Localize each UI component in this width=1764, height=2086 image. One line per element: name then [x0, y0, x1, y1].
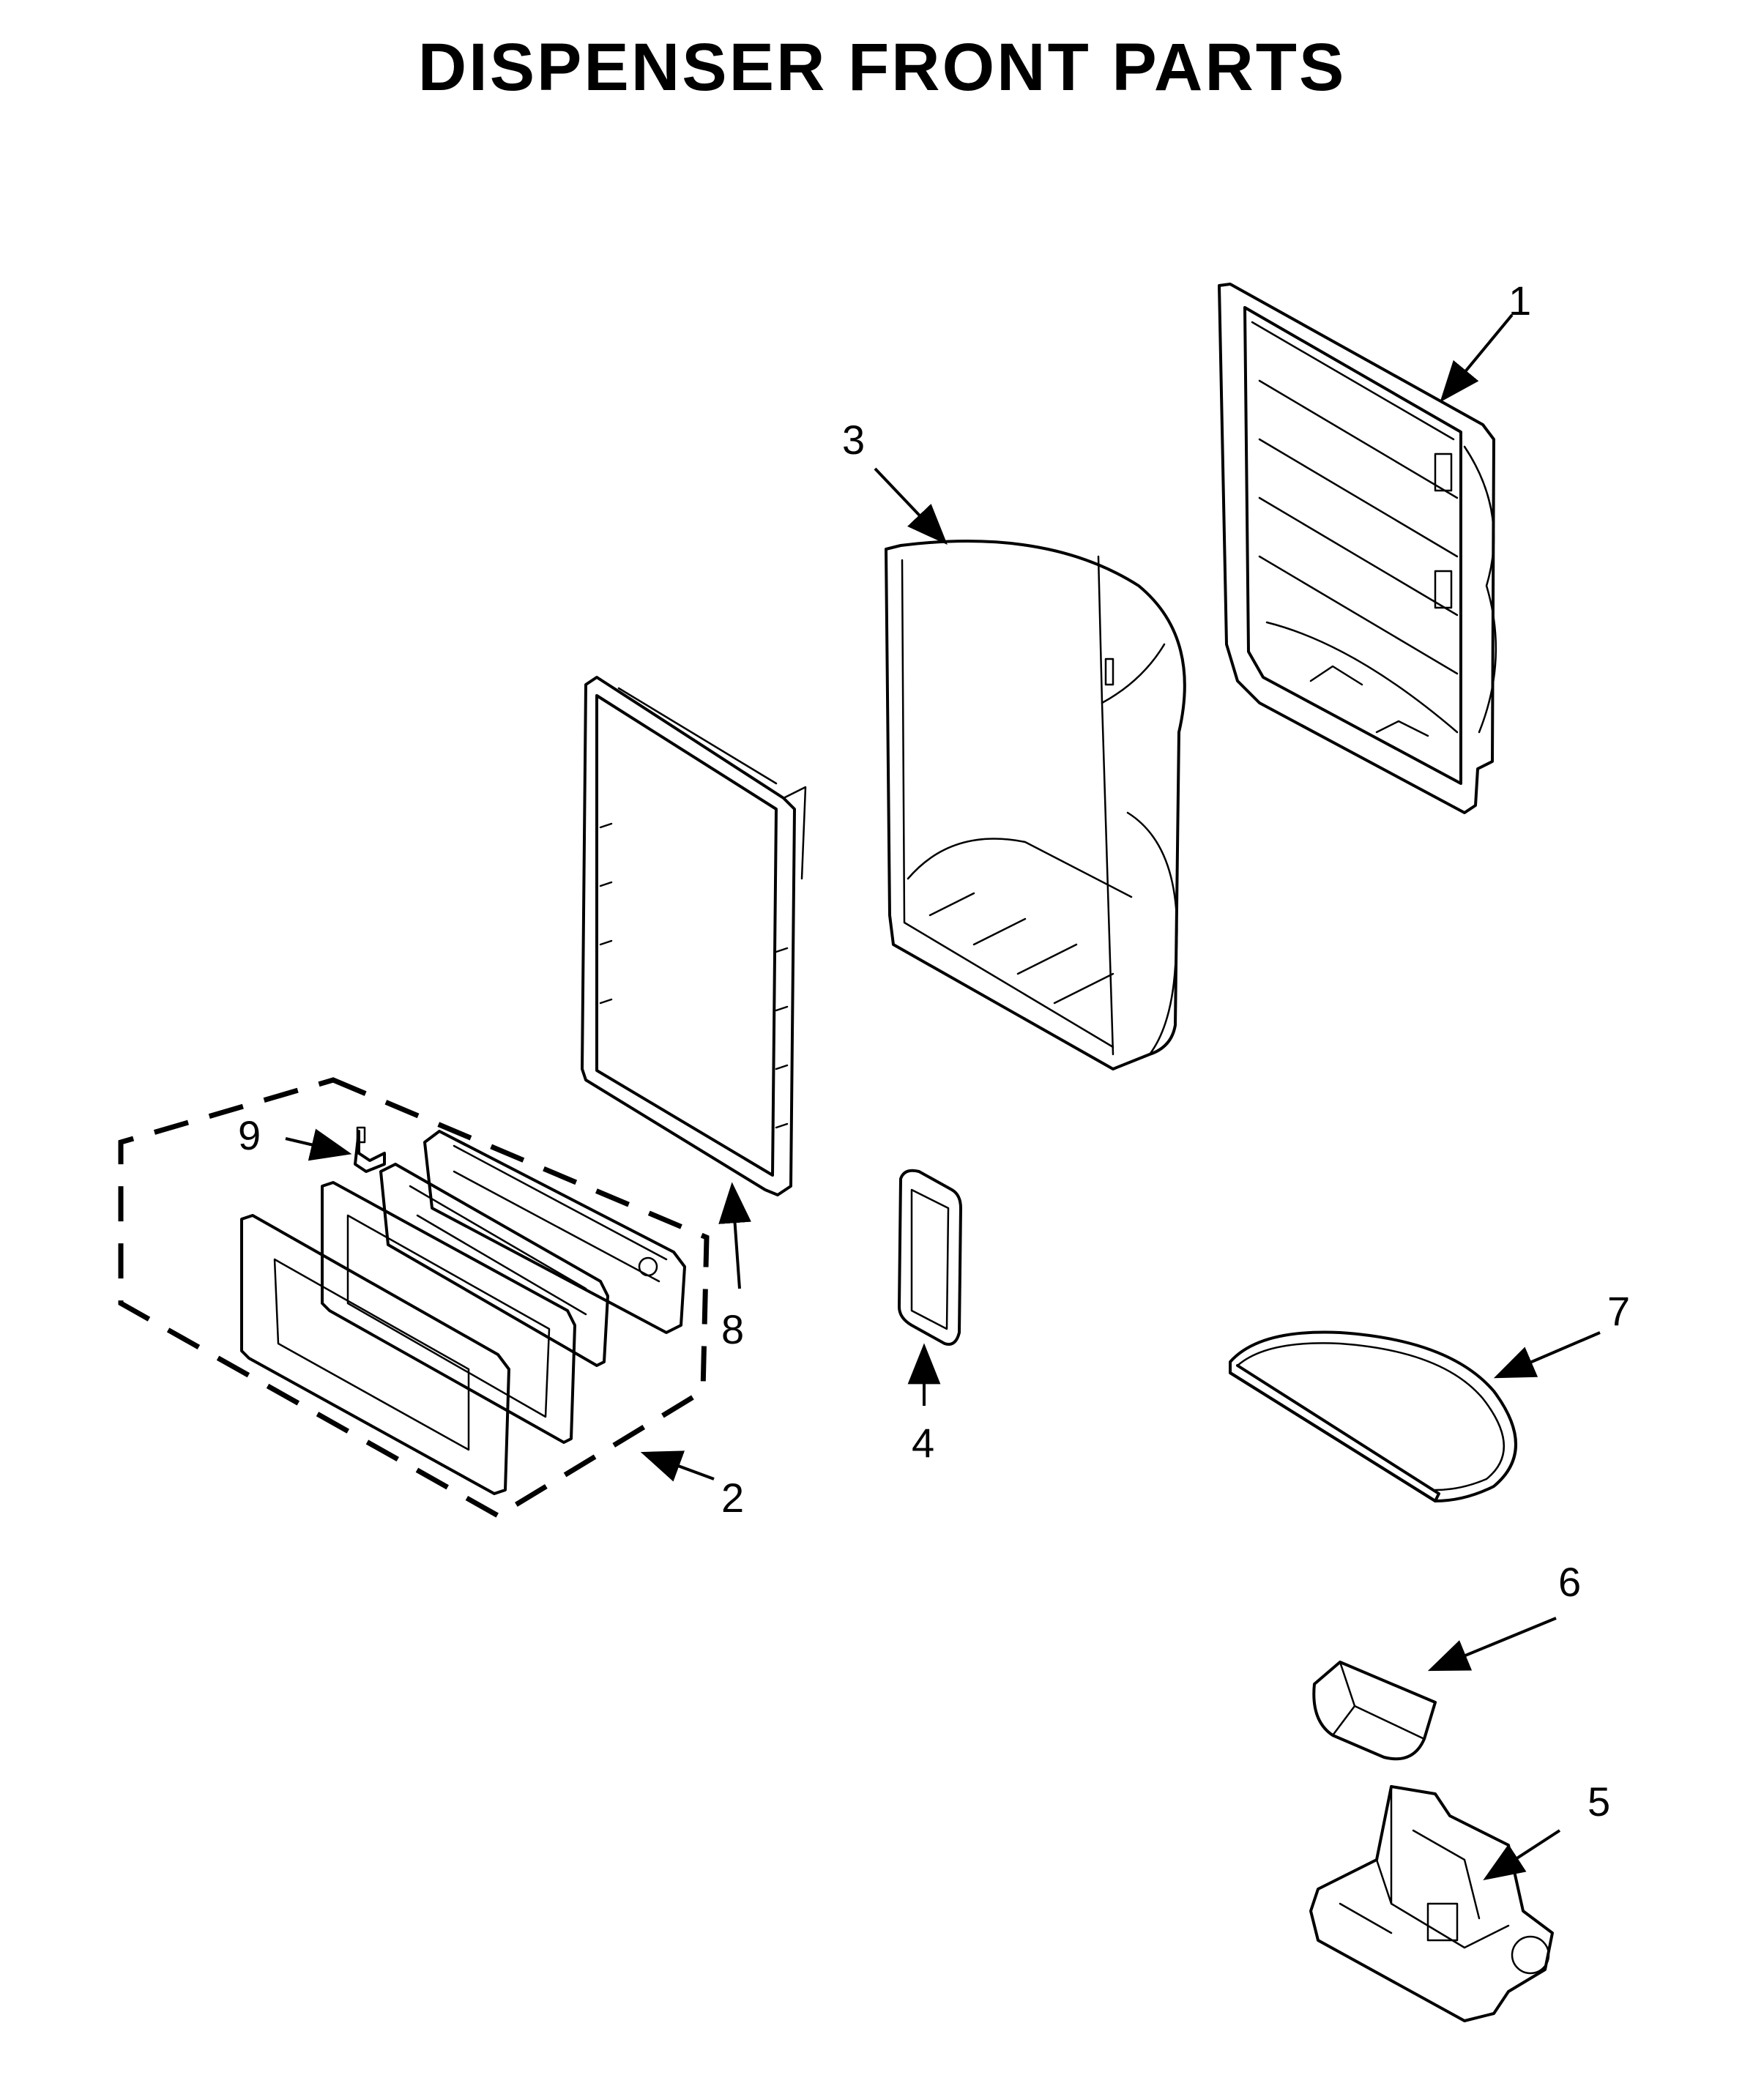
leader-arrow-1: [1440, 313, 1514, 403]
leader-arrow-7: [1493, 1331, 1601, 1379]
leader-arrow-2: [640, 1450, 715, 1482]
callout-6: 6: [1558, 1559, 1581, 1605]
callout-1: 1: [1508, 277, 1531, 324]
page-title: DISPENSER FRONT PARTS: [417, 30, 1347, 105]
leader-arrow-6: [1427, 1617, 1557, 1672]
part-2-control-board-rear: [423, 1130, 686, 1334]
part-2-display-frame: [321, 1181, 576, 1444]
part-5-actuator-assembly: [1309, 1785, 1554, 2022]
part-1-dispenser-housing: [1218, 283, 1497, 814]
part-6-ice-funnel: [1312, 1661, 1437, 1761]
part-9-connector: [354, 1126, 386, 1173]
callout-9: 9: [238, 1112, 261, 1158]
leader-arrow-3: [874, 467, 948, 545]
leader-arrow-8: [718, 1182, 751, 1289]
callout-5: 5: [1588, 1778, 1610, 1825]
part-2-assembly-outline: [118, 1077, 710, 1519]
callout-3: 3: [842, 417, 865, 463]
callout-2: 2: [721, 1475, 744, 1521]
leader-arrow-9: [285, 1128, 352, 1161]
leader-arrow-5: [1483, 1829, 1561, 1881]
part-4-dispenser-pad: [898, 1169, 962, 1346]
part-2-display-panel: [240, 1214, 510, 1495]
part-7-drip-tray: [1229, 1330, 1517, 1502]
callout-4: 4: [912, 1420, 934, 1466]
part-3-dispenser-chute: [885, 540, 1186, 1070]
callout-7: 7: [1607, 1288, 1630, 1334]
part-8-frame: [581, 676, 807, 1196]
callout-8: 8: [721, 1306, 744, 1352]
